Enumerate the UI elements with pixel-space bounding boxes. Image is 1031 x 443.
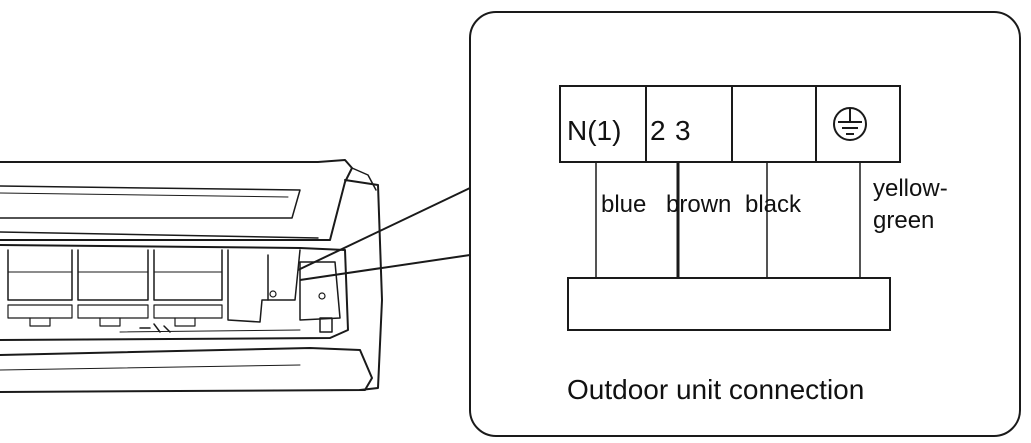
wire-label-black: black [745,191,802,218]
outdoor-unit-terminal [567,277,891,331]
wire-label-brown: brown [666,191,731,218]
wire-label-blue: blue [601,191,646,218]
terminal-label-2: 2 [650,115,666,146]
indoor-unit-illustration [0,159,383,393]
callout-caption: Outdoor unit connection [567,374,864,405]
terminal-label-3: 3 [675,115,691,146]
wire-label-yellow-green-1: yellow- [873,175,948,202]
connection-wires [595,162,861,278]
callout-box [469,11,1021,437]
ground-symbol-icon [833,107,867,141]
terminal-block [559,85,901,163]
wire-label-yellow-green-2: green [873,207,934,234]
callout-leader-lines [297,187,471,281]
terminal-label-n1: N(1) [567,115,621,146]
